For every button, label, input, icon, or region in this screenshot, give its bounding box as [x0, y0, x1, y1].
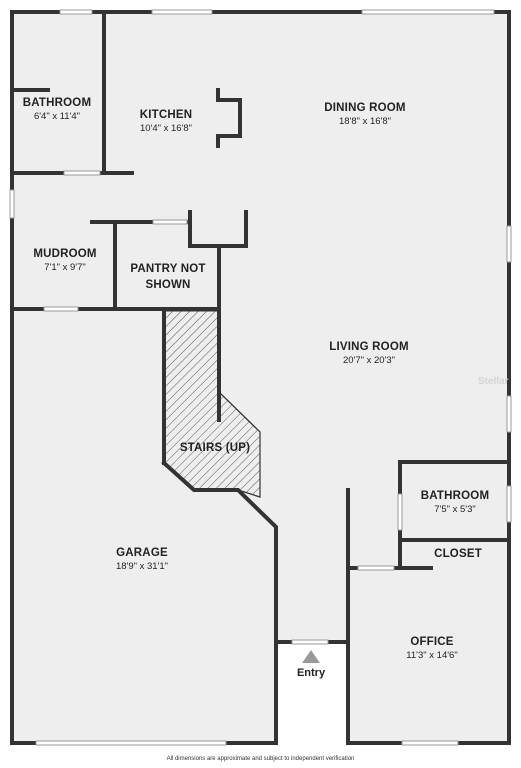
garage-name: GARAGE [116, 547, 168, 559]
windows [9, 9, 512, 746]
pantry-label-line2: SHOWN [145, 279, 190, 291]
office-name: OFFICE [410, 636, 453, 648]
kitchen-dims: 10'4" x 16'8" [140, 123, 192, 134]
entry-label: Entry [297, 667, 326, 679]
living-room-dims: 20'7" x 20'3" [343, 355, 395, 366]
triangle-up-icon [302, 650, 320, 663]
dining-room-dims: 18'8" x 16'8" [339, 116, 391, 127]
watermark: Stellar [478, 376, 509, 387]
bathroom-upper-dims: 6'4" x 11'4" [34, 111, 80, 122]
mudroom-name: MUDROOM [33, 248, 96, 260]
bathroom-lower-name: BATHROOM [421, 490, 489, 502]
office-dims: 11'3" x 14'6" [406, 650, 457, 661]
bathroom-lower-dims: 7'5" x 5'3" [434, 504, 476, 515]
mudroom-dims: 7'1" x 9'7" [44, 262, 86, 273]
pantry-label-line1: PANTRY NOT [130, 263, 205, 275]
garage-dims: 18'9" x 31'1" [116, 561, 168, 572]
living-room-name: LIVING ROOM [329, 341, 409, 353]
stairs-label: STAIRS (UP) [180, 442, 250, 454]
floor-fill [12, 12, 509, 743]
bathroom-upper-name: BATHROOM [23, 97, 91, 109]
dining-room-name: DINING ROOM [324, 102, 405, 114]
disclaimer: All dimensions are approximate and subje… [166, 756, 355, 762]
kitchen-name: KITCHEN [140, 109, 193, 121]
closet-name: CLOSET [434, 548, 482, 560]
